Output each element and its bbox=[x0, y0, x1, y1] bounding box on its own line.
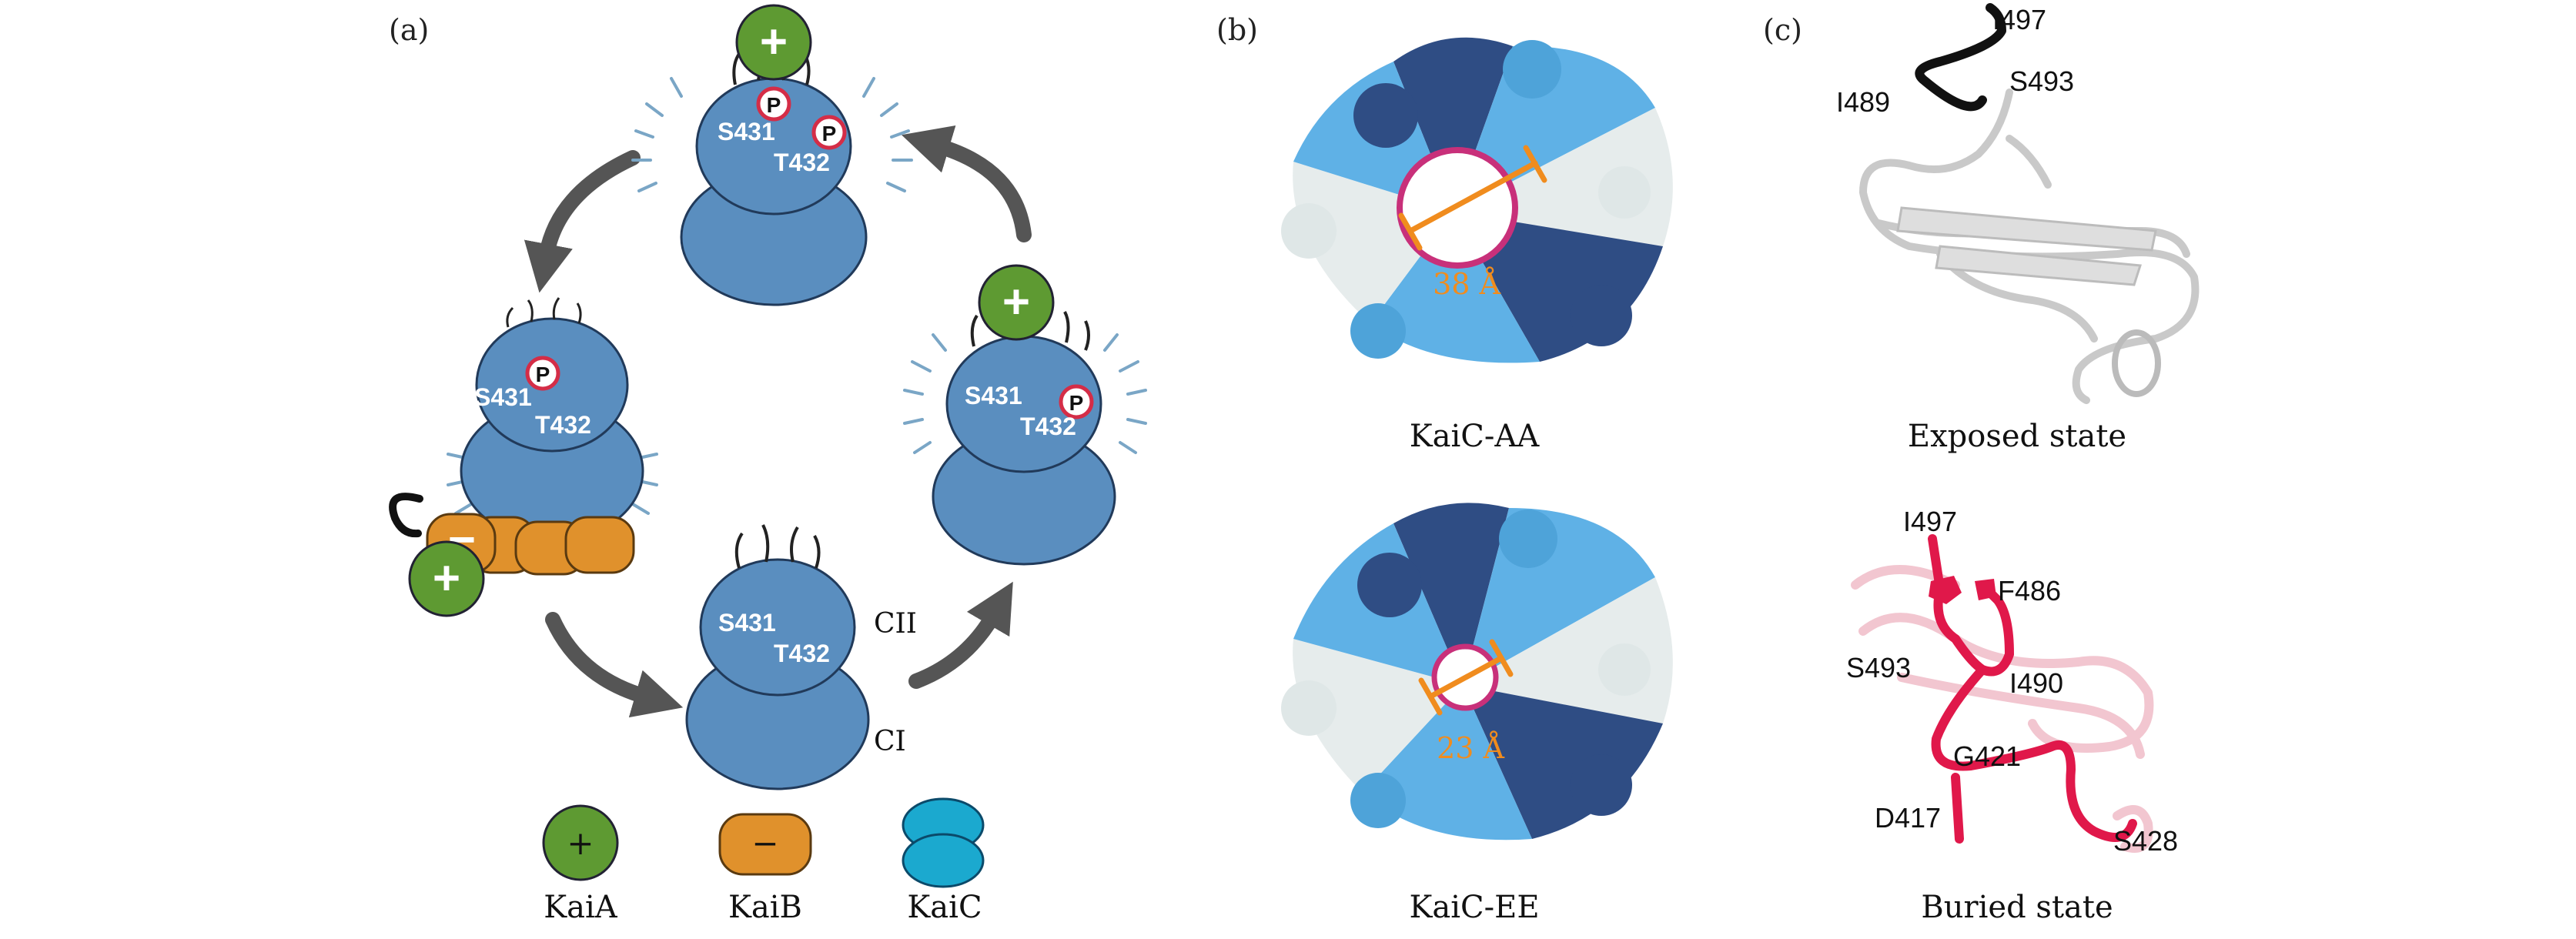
panel-b-tag: (b) bbox=[1216, 13, 1258, 47]
buried-res-f486: F486 bbox=[1998, 575, 2061, 607]
buried-res-i490: I490 bbox=[2009, 667, 2063, 699]
kaia-right-symbol: + bbox=[1002, 276, 1030, 329]
kaic-top: + P P S431 T432 bbox=[631, 4, 913, 306]
arrow-bottom-to-right bbox=[908, 581, 1013, 689]
rays-right bbox=[903, 333, 1147, 454]
phospho-top-1-label: P bbox=[767, 93, 781, 117]
domain-ci-label: CI bbox=[874, 726, 906, 757]
kaia-right bbox=[978, 264, 1055, 341]
kaic-bottom-cii bbox=[699, 558, 856, 697]
ring-aa-label: KaiC-AA bbox=[1410, 419, 1541, 454]
exposed-res-s493: S493 bbox=[2009, 65, 2074, 97]
phospho-top-2-label: P bbox=[822, 122, 837, 145]
panel-a: (a) + bbox=[389, 4, 1147, 925]
legend-kaia-label: KaiA bbox=[544, 890, 618, 925]
kaic-bottom: S431 T432 CII CI bbox=[685, 524, 917, 790]
panel-c: (c) I497 S493 I489 Exposed state bbox=[1763, 3, 2200, 925]
buried-state-label: Buried state bbox=[1921, 890, 2113, 925]
kaia-top bbox=[735, 4, 812, 81]
arrow-top-to-left bbox=[524, 150, 641, 293]
ring-ee: 23 Å KaiC-EE bbox=[1281, 503, 1673, 925]
site2-left: T432 bbox=[535, 411, 591, 439]
legend-kaib-swatch bbox=[718, 813, 812, 876]
ring-aa-diameter: 38 Å bbox=[1433, 267, 1500, 301]
exposed-res-i497: I497 bbox=[1992, 4, 2046, 35]
kaia-left-symbol: + bbox=[433, 552, 460, 605]
buried-res-s493: S493 bbox=[1846, 652, 1911, 683]
arrow-left-to-bottom bbox=[545, 612, 684, 718]
buried-sidechains bbox=[1929, 576, 1996, 604]
exposed-loop bbox=[1915, 3, 2006, 112]
kaic-right-tails bbox=[970, 311, 1090, 351]
panel-b: (b) bbox=[1216, 13, 1673, 925]
legend-kaic-label: KaiC bbox=[907, 890, 982, 925]
kaic-right: + P S431 T432 bbox=[903, 264, 1147, 566]
ring-ee-label: KaiC-EE bbox=[1409, 890, 1539, 925]
exposed-sheet bbox=[1896, 206, 2157, 286]
ring-ee-measure bbox=[1418, 639, 1514, 716]
phospho-right bbox=[1059, 384, 1094, 419]
panel-c-tag: (c) bbox=[1763, 13, 1802, 47]
legend-kaib-label: KaiB bbox=[728, 890, 802, 925]
kaic-left-tails bbox=[506, 297, 582, 328]
site2-top: T432 bbox=[774, 149, 830, 176]
kaic-bottom-tails bbox=[734, 524, 821, 569]
kaia-left-tail bbox=[389, 493, 423, 538]
rays-top bbox=[631, 77, 913, 192]
buried-res-g421: G421 bbox=[1953, 740, 2021, 772]
legend-kaia-symbol: + bbox=[567, 824, 594, 862]
exposed-res-i489: I489 bbox=[1836, 86, 1890, 118]
buried-res-d417: D417 bbox=[1875, 802, 1941, 834]
arrow-right-to-top bbox=[901, 125, 1032, 242]
buried-res-s428: S428 bbox=[2113, 825, 2178, 857]
buried-loop bbox=[1928, 534, 2137, 844]
kaia-top-symbol: + bbox=[760, 15, 788, 69]
ring-ee-surface bbox=[1281, 503, 1673, 840]
panel-a-tag: (a) bbox=[389, 13, 429, 47]
domain-cii-label: CII bbox=[874, 608, 917, 640]
site1-bottom: S431 bbox=[718, 609, 776, 637]
site2-bottom: T432 bbox=[774, 640, 830, 667]
legend-kaia-swatch bbox=[542, 804, 619, 881]
exposed-state-label: Exposed state bbox=[1908, 419, 2126, 454]
kaib-blob-3 bbox=[564, 516, 635, 574]
phospho-top-1 bbox=[756, 86, 791, 122]
phospho-left bbox=[525, 356, 560, 391]
kaic-left: − + P S431 T432 bbox=[389, 297, 658, 617]
site1-left: S431 bbox=[474, 383, 532, 411]
site1-top: S431 bbox=[718, 118, 775, 145]
legend-kaic-swatch bbox=[902, 797, 985, 888]
cycle-arrows bbox=[524, 125, 1032, 718]
kaia-left bbox=[408, 540, 485, 617]
site1-right: S431 bbox=[965, 382, 1022, 409]
buried-res-i497: I497 bbox=[1903, 506, 1957, 537]
phospho-top-2 bbox=[811, 115, 847, 150]
exposed-helix bbox=[2112, 329, 2161, 397]
phospho-left-label: P bbox=[536, 363, 550, 386]
legend: + KaiA − KaiB KaiC bbox=[542, 797, 985, 925]
structure-exposed: I497 S493 I489 Exposed state bbox=[1836, 3, 2200, 454]
legend-kaib-symbol: − bbox=[751, 824, 778, 862]
structure-buried: I497 F486 S493 I490 G421 D417 S428 Burie… bbox=[1846, 506, 2178, 925]
site2-right: T432 bbox=[1020, 413, 1076, 440]
phospho-right-label: P bbox=[1069, 391, 1084, 415]
ring-ee-diameter: 23 Å bbox=[1437, 731, 1504, 765]
ring-aa-measure bbox=[1398, 145, 1547, 251]
ring-aa: 38 Å KaiC-AA bbox=[1281, 37, 1673, 454]
